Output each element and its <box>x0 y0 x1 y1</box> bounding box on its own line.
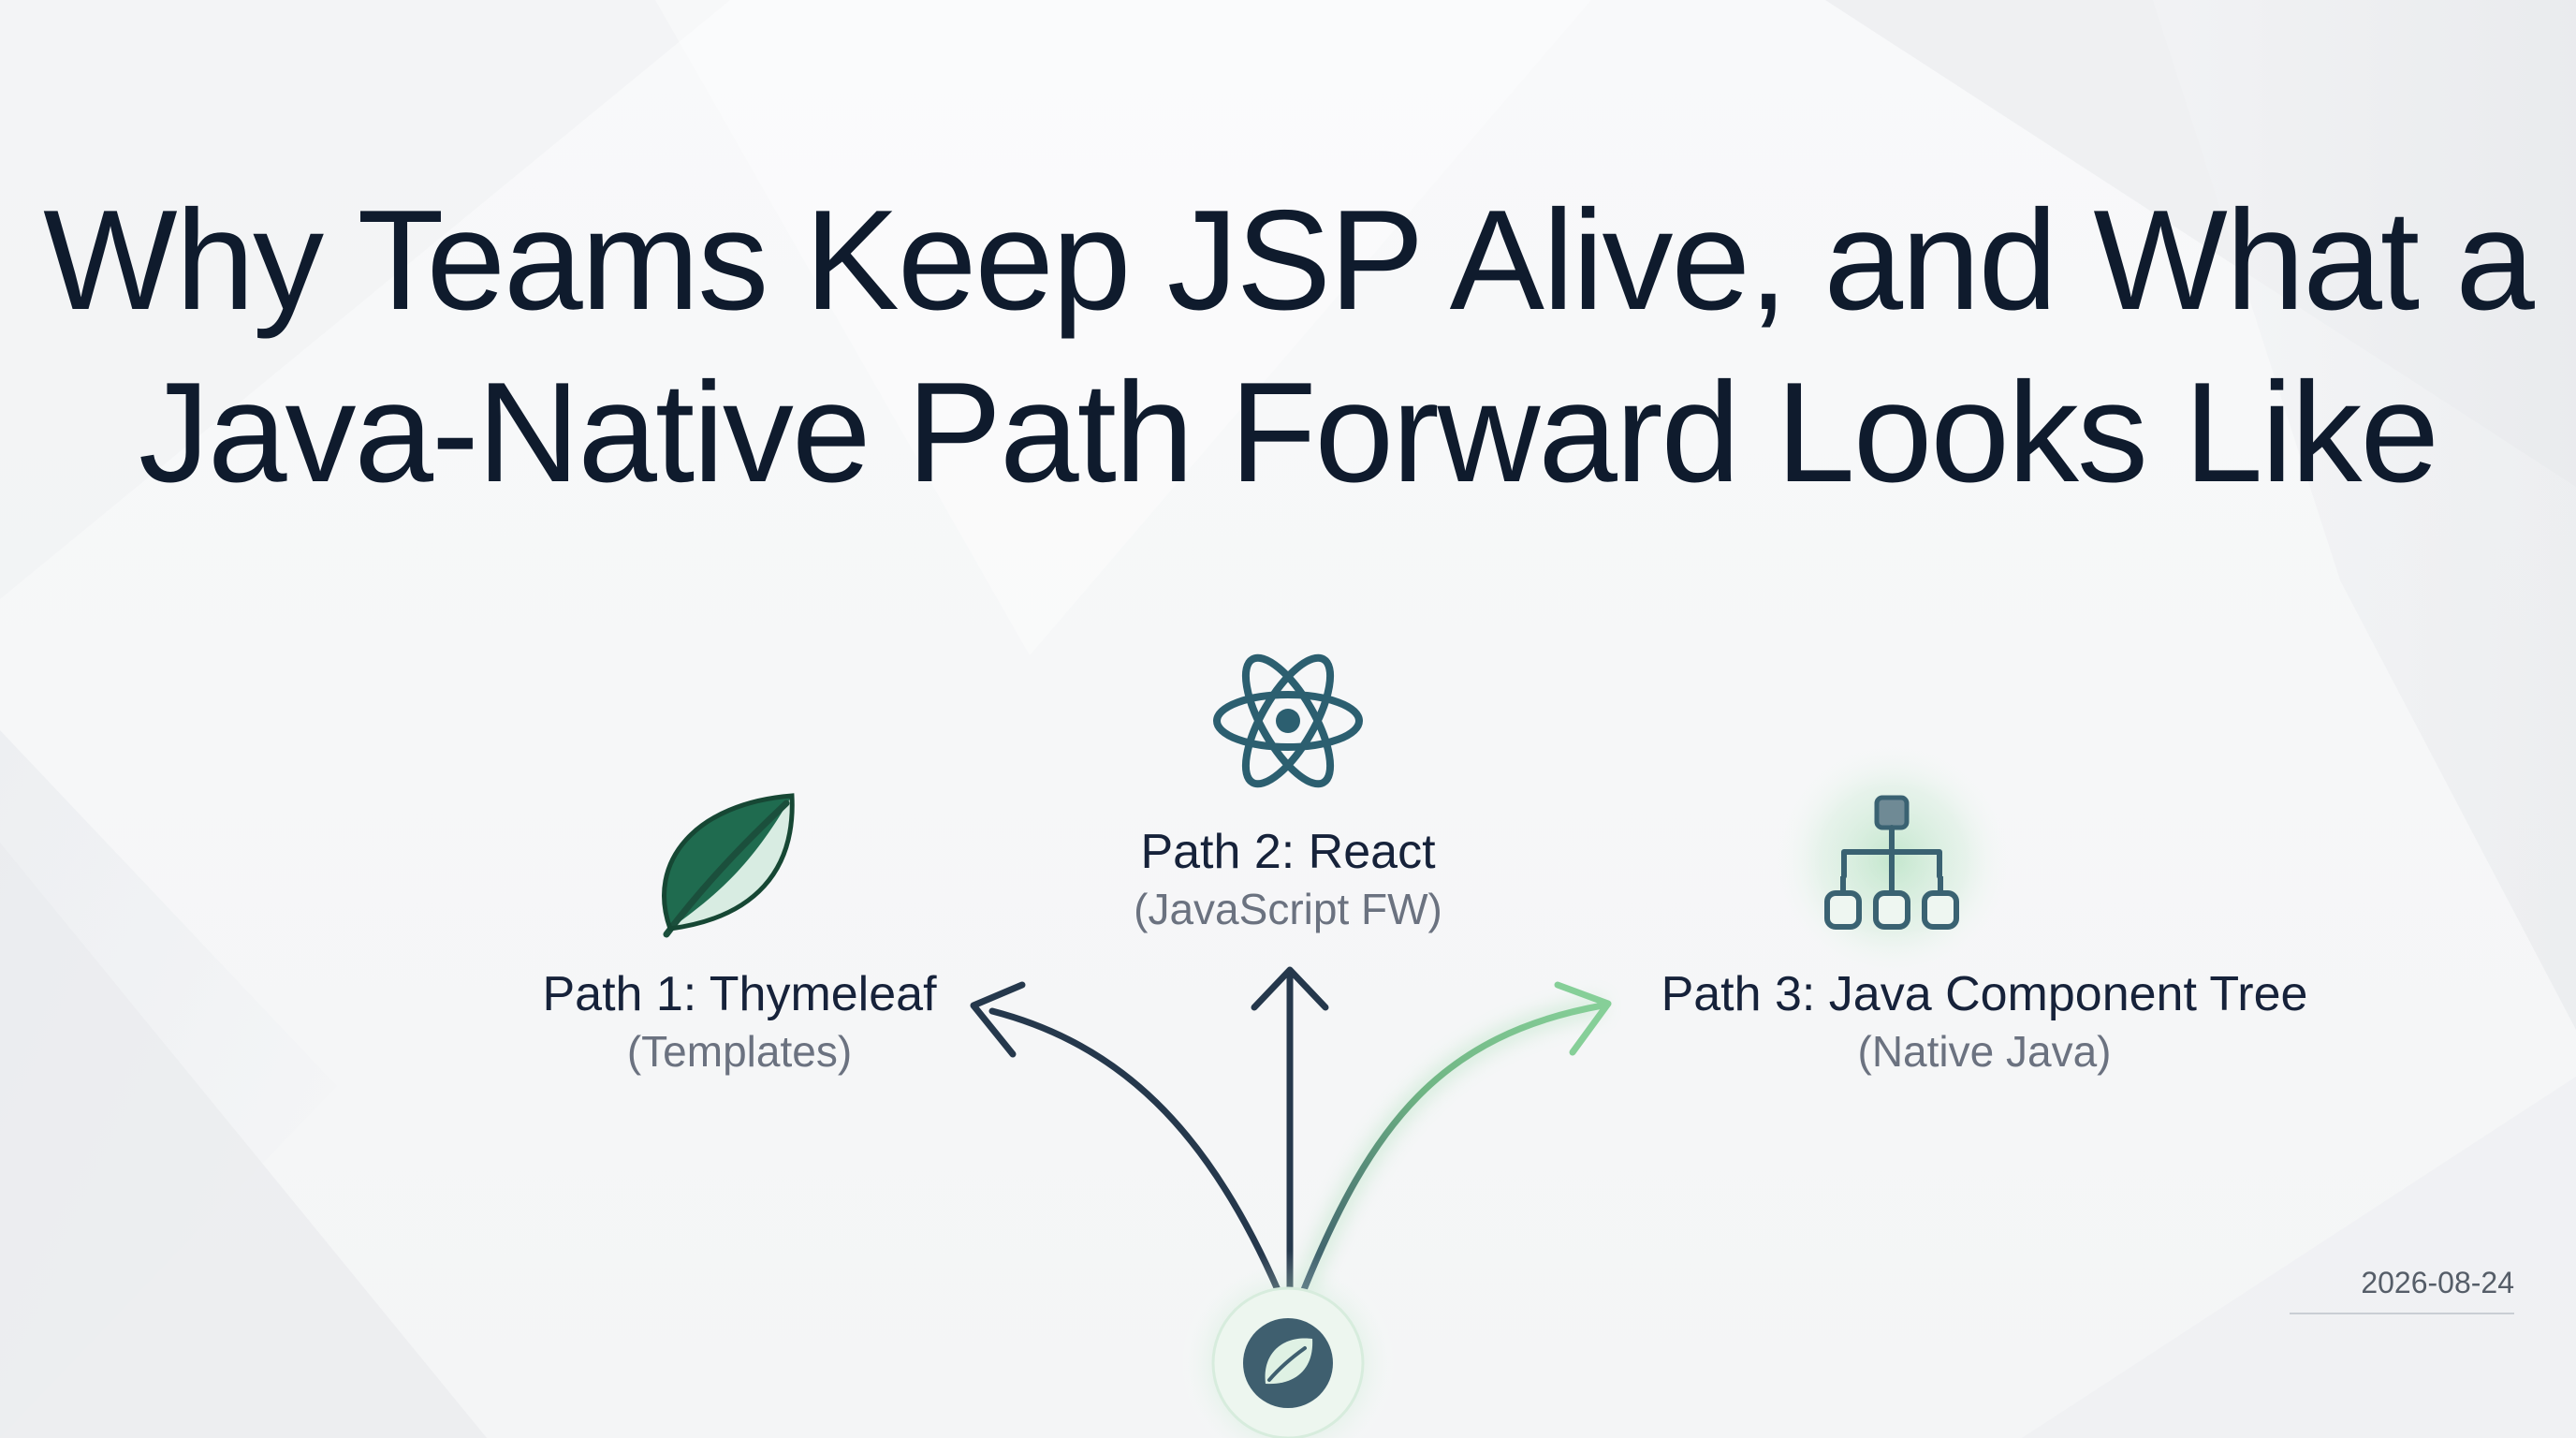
component-tree-icon <box>1771 738 2014 981</box>
leaf-icon <box>662 793 795 938</box>
slide-title: Why Teams Keep JSP Alive, and What a Jav… <box>0 174 2576 519</box>
date-underline <box>2290 1313 2514 1314</box>
path-2-name: Path 2: React <box>1140 825 1436 879</box>
origin-node <box>1176 1251 1400 1438</box>
arrow-to-react <box>1251 966 1329 1300</box>
title-line-1: Why Teams Keep JSP Alive, and What a <box>43 181 2535 340</box>
title-line-2: Java-Native Path Forward Looks Like <box>138 353 2439 512</box>
bg-shape-bottom-right <box>2022 1077 2576 1438</box>
bg-shape-center-haze <box>655 0 1591 655</box>
path-3-subtitle: (Native Java) <box>1857 1027 2112 1076</box>
spring-leaf-icon <box>1243 1318 1333 1408</box>
bg-shape-left-mid <box>0 843 487 1438</box>
path-1-subtitle: (Templates) <box>626 1027 853 1076</box>
path-1-name: Path 1: Thymeleaf <box>542 967 937 1021</box>
path-label-react: Path 2: React (JavaScript FW) <box>960 822 1616 936</box>
bg-shape-top-left <box>0 0 730 599</box>
react-atom-icon <box>1213 653 1363 788</box>
path-3-name: Path 3: Java Component Tree <box>1661 967 2308 1021</box>
bg-shape-right <box>2153 0 2576 1030</box>
path-2-subtitle: (JavaScript FW) <box>1134 885 1442 933</box>
arrow-to-thymeleaf <box>970 981 1282 1296</box>
arrow-to-java-component-tree <box>1295 981 1612 1296</box>
slide-date: 2026-08-24 <box>2361 1266 2514 1299</box>
path-label-java-component-tree: Path 3: Java Component Tree (Native Java… <box>1591 964 2378 1078</box>
path-label-thymeleaf: Path 1: Thymeleaf (Templates) <box>412 964 1067 1078</box>
